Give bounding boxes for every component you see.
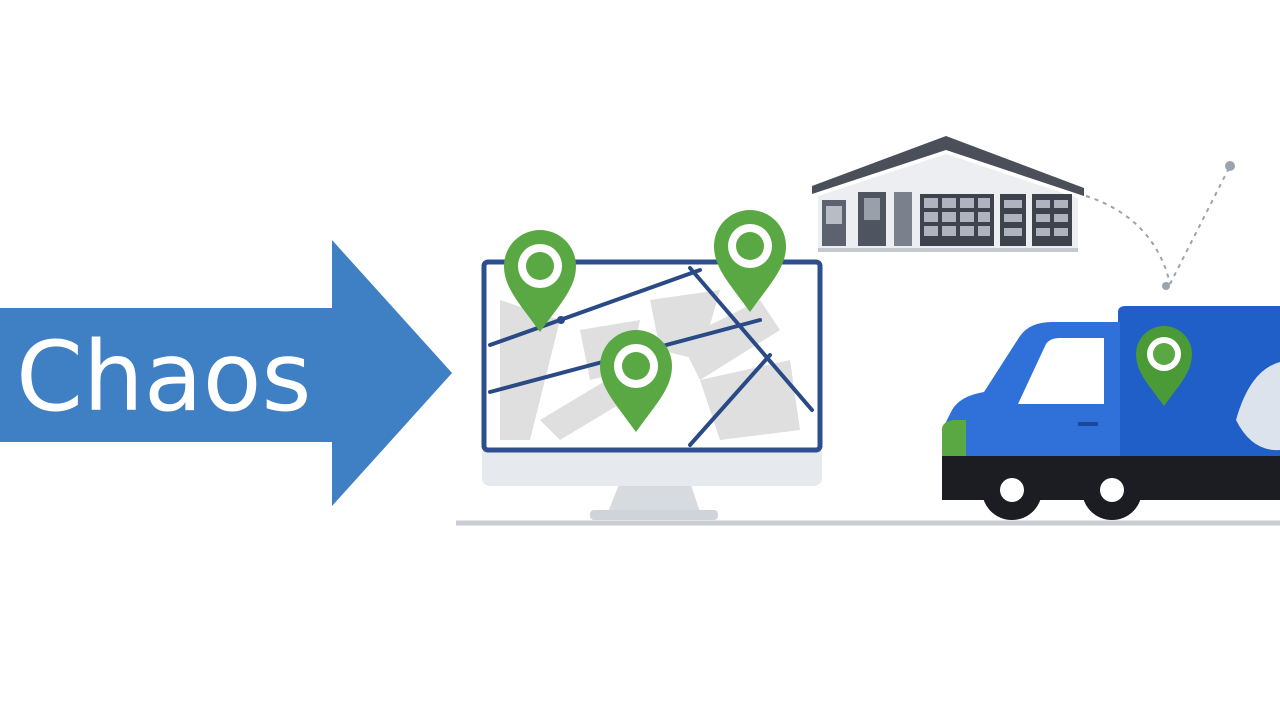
truck-wheel-rear [1082,460,1142,520]
route-endpoint-bottom [1162,282,1170,290]
warehouse-icon [812,136,1084,252]
truck-wheel-front [982,460,1042,520]
map-pin-left [504,230,576,332]
route-endpoint-top [1225,161,1235,171]
map-dot [557,316,565,324]
truck-map-pin [1136,326,1192,406]
route-path [1085,165,1231,285]
arrow-label: Chaos [16,321,311,433]
delivery-truck-icon [942,306,1280,520]
right-arrow-icon: Chaos [0,240,452,506]
map-pin-top-right [714,210,786,312]
map-pin-center [600,330,672,432]
